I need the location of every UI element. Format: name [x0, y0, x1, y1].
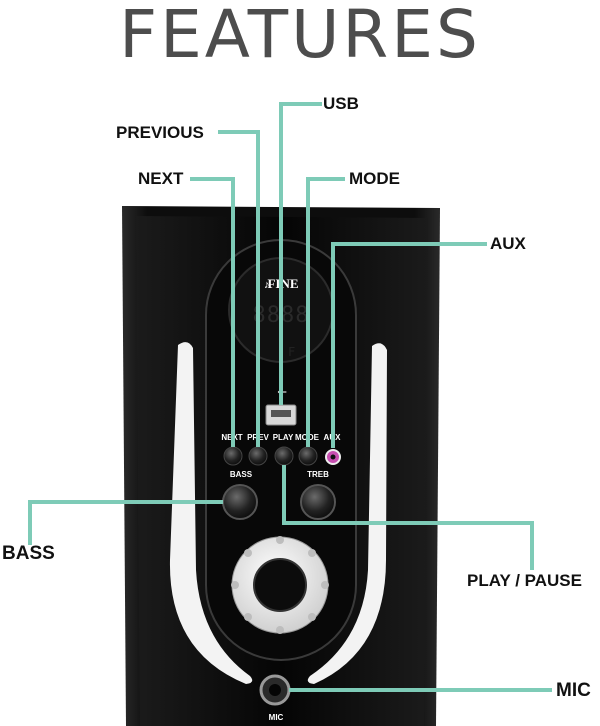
previous-leader [218, 130, 260, 447]
mic-jack-hole [269, 684, 281, 696]
volume-dial-ridges [231, 536, 329, 634]
next-button[interactable] [223, 446, 243, 466]
treble-knob[interactable] [300, 484, 336, 520]
next-leader [190, 177, 235, 447]
bass-knob[interactable] [222, 484, 258, 520]
right-light-strip [307, 343, 387, 684]
small-display-glyph: F [288, 345, 295, 359]
usb-port-slot [271, 410, 291, 417]
play-pause-button[interactable] [274, 446, 294, 466]
mic-port-label: MIC [269, 713, 284, 722]
volume-dial-cap [253, 558, 307, 612]
callout-mode: MODE [349, 169, 400, 188]
callout-lines [28, 102, 552, 692]
treb-knob-label: TREB [307, 470, 329, 479]
play-pause-leader [282, 465, 534, 570]
callout-play-pause: PLAY / PAUSE [467, 571, 582, 590]
mode-leader [306, 177, 345, 447]
left-light-strip [169, 342, 253, 684]
callout-next: NEXT [138, 169, 184, 188]
bass-knob-label: BASS [230, 470, 253, 479]
aux-leader [331, 242, 487, 448]
bass-leader [28, 500, 223, 545]
callout-usb: USB [323, 94, 359, 113]
note-icon: ♪ [264, 279, 270, 291]
callout-previous: PREVIOUS [116, 123, 204, 142]
page-title: FEATURES [119, 0, 481, 73]
callout-aux: AUX [490, 234, 526, 253]
callout-bass: BASS [2, 543, 55, 564]
callout-mic: MIC [556, 680, 591, 701]
prev-button[interactable] [248, 446, 268, 466]
mode-button[interactable] [298, 446, 318, 466]
usb-leader [279, 102, 322, 405]
aux-port-hole [330, 454, 336, 460]
play-button-label: PLAY [273, 433, 294, 442]
